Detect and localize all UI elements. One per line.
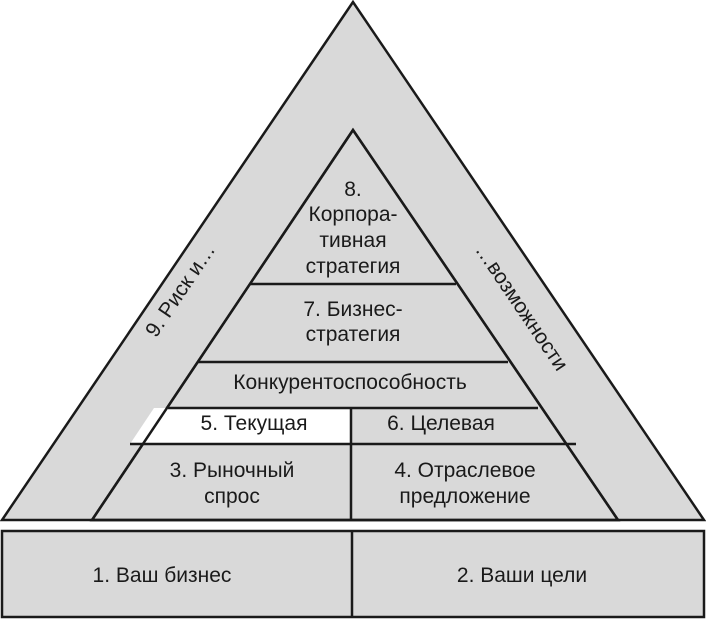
corporate-line-3: тивная: [319, 229, 386, 252]
business-line-2: стратегия: [306, 323, 401, 346]
inner-dividers: [130, 282, 576, 520]
corporate-line-2: Корпора-: [309, 203, 398, 226]
tier-corporate-strategy: 8. Корпора- тивная стратегия: [306, 178, 401, 278]
target-position-label: 6. Целевая: [387, 412, 495, 435]
base-right-label: 2. Ваши цели: [457, 564, 587, 587]
current-position-label: 5. Текущая: [201, 412, 308, 435]
current-cell-highlight: [130, 408, 351, 444]
tier-business-strategy: 7. Бизнес- стратегия: [303, 298, 402, 346]
corporate-line-4: стратегия: [306, 255, 401, 278]
corporate-line-1: 8.: [344, 178, 362, 201]
base-left-label: 1. Ваш бизнес: [93, 564, 232, 587]
market-demand-line-2: спрос: [204, 485, 260, 508]
tier-market-demand: 3. Рыночный спрос: [170, 459, 295, 508]
inner-triangle-outline: [89, 127, 621, 522]
industry-supply-line-2: предложение: [399, 485, 530, 508]
base-block: 1. Ваш бизнес 2. Ваши цели: [0, 529, 706, 619]
tier-industry-supply: 4. Отраслевое предложение: [394, 459, 535, 508]
market-demand-line-1: 3. Рыночный: [170, 459, 295, 482]
competitiveness-label: Конкурентоспособность: [233, 371, 467, 394]
business-line-1: 7. Бизнес-: [303, 298, 402, 321]
industry-supply-line-1: 4. Отраслевое: [394, 459, 535, 482]
